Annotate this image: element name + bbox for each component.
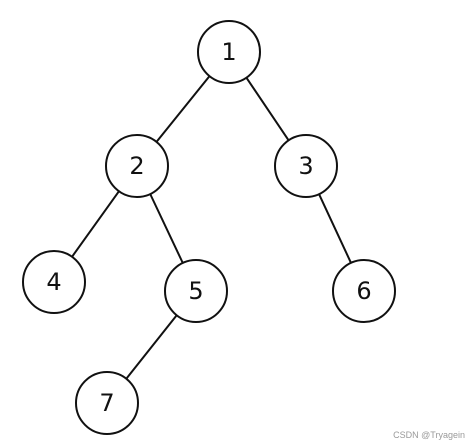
- nodes-layer: 1 2 3 4 5 6 7: [22, 20, 396, 435]
- node-label-4: 4: [46, 268, 61, 296]
- edge-2-4: [71, 190, 120, 258]
- tree-node-7: 7: [75, 371, 139, 435]
- node-label-6: 6: [356, 277, 371, 305]
- node-circle-5: [164, 259, 228, 323]
- tree-node-6: 6: [332, 259, 396, 323]
- node-circle-4: [22, 250, 86, 314]
- node-label-2: 2: [129, 152, 144, 180]
- node-label-3: 3: [298, 152, 313, 180]
- edges-layer: [71, 75, 352, 380]
- node-circle-6: [332, 259, 396, 323]
- watermark: CSDN @Tryagein: [393, 430, 465, 440]
- edge-5-7: [125, 314, 178, 380]
- node-circle-7: [75, 371, 139, 435]
- edge-1-3: [245, 76, 290, 142]
- node-label-7: 7: [99, 389, 114, 417]
- node-circle-3: [274, 134, 338, 198]
- node-label-1: 1: [221, 38, 236, 66]
- edge-1-2: [155, 75, 211, 143]
- tree-node-5: 5: [164, 259, 228, 323]
- node-circle-2: [105, 134, 169, 198]
- tree-node-3: 3: [274, 134, 338, 198]
- edge-2-5: [149, 193, 184, 264]
- tree-node-4: 4: [22, 250, 86, 314]
- tree-node-1: 1: [197, 20, 261, 84]
- node-label-5: 5: [188, 277, 203, 305]
- edge-3-6: [318, 193, 352, 264]
- node-circle-1: [197, 20, 261, 84]
- tree-node-2: 2: [105, 134, 169, 198]
